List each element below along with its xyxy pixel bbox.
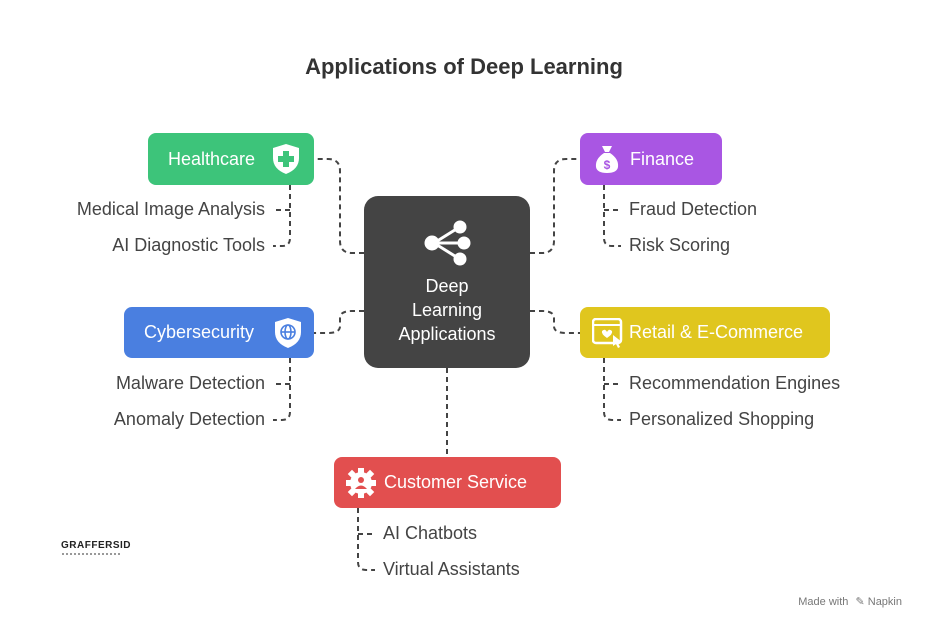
center-line-2: Learning (411, 300, 483, 320)
leaf-item: Malware Detection (115, 373, 265, 393)
svg-text:$: $ (604, 158, 611, 172)
napkin-brand: Napkin (867, 596, 902, 608)
category-label: Cybersecurity (144, 322, 255, 342)
graffersid-logo: GRAFFERSID (61, 540, 131, 551)
leaf-item: AI Diagnostic Tools (112, 235, 265, 255)
leaf-item: Recommendation Engines (629, 373, 841, 393)
connector-retail (530, 310, 580, 334)
leaf-item: Personalized Shopping (629, 409, 815, 429)
center-line-3: Applications (398, 324, 496, 344)
leaf-item: Medical Image Analysis (76, 199, 265, 219)
shopping-window-icon (592, 318, 623, 348)
logo-tagline-mark (62, 553, 120, 555)
leaf-item: AI Chatbots (383, 523, 478, 543)
category-retail: Retail & E-Commerce (580, 307, 830, 358)
category-label: Retail & E-Commerce (629, 322, 804, 342)
leaf-item: Risk Scoring (629, 235, 731, 255)
connector-healthcare (314, 158, 364, 254)
category-label: Healthcare (168, 148, 256, 169)
leaf-item: Fraud Detection (629, 199, 758, 219)
category-finance: $ Finance (580, 133, 722, 185)
share-nodes-icon (424, 220, 471, 266)
center-line-1: Deep (425, 276, 469, 296)
made-with-label: Made with (798, 596, 849, 608)
shield-plus-icon (273, 144, 299, 174)
center-node: Deep Learning Applications (364, 196, 530, 368)
shield-globe-icon (275, 318, 301, 348)
category-healthcare: Healthcare (148, 133, 314, 185)
category-label: Customer Service (384, 472, 528, 492)
leaf-item: Virtual Assistants (383, 559, 520, 579)
category-cybersecurity: Cybersecurity (124, 307, 314, 358)
napkin-icon: ✎ (855, 596, 865, 608)
connector-cybersecurity (314, 310, 364, 334)
money-bag-icon: $ (595, 146, 619, 173)
made-with-napkin[interactable]: Made with ✎ Napkin (798, 595, 902, 608)
category-customer-service: Customer Service (334, 457, 561, 508)
leaf-item: Anomaly Detection (113, 409, 265, 429)
connector-healthcare-items (273, 185, 291, 247)
diagram-title: Applications of Deep Learning (305, 54, 623, 79)
gear-person-icon (346, 468, 376, 498)
category-label: Finance (630, 148, 695, 169)
connector-finance (530, 158, 580, 254)
